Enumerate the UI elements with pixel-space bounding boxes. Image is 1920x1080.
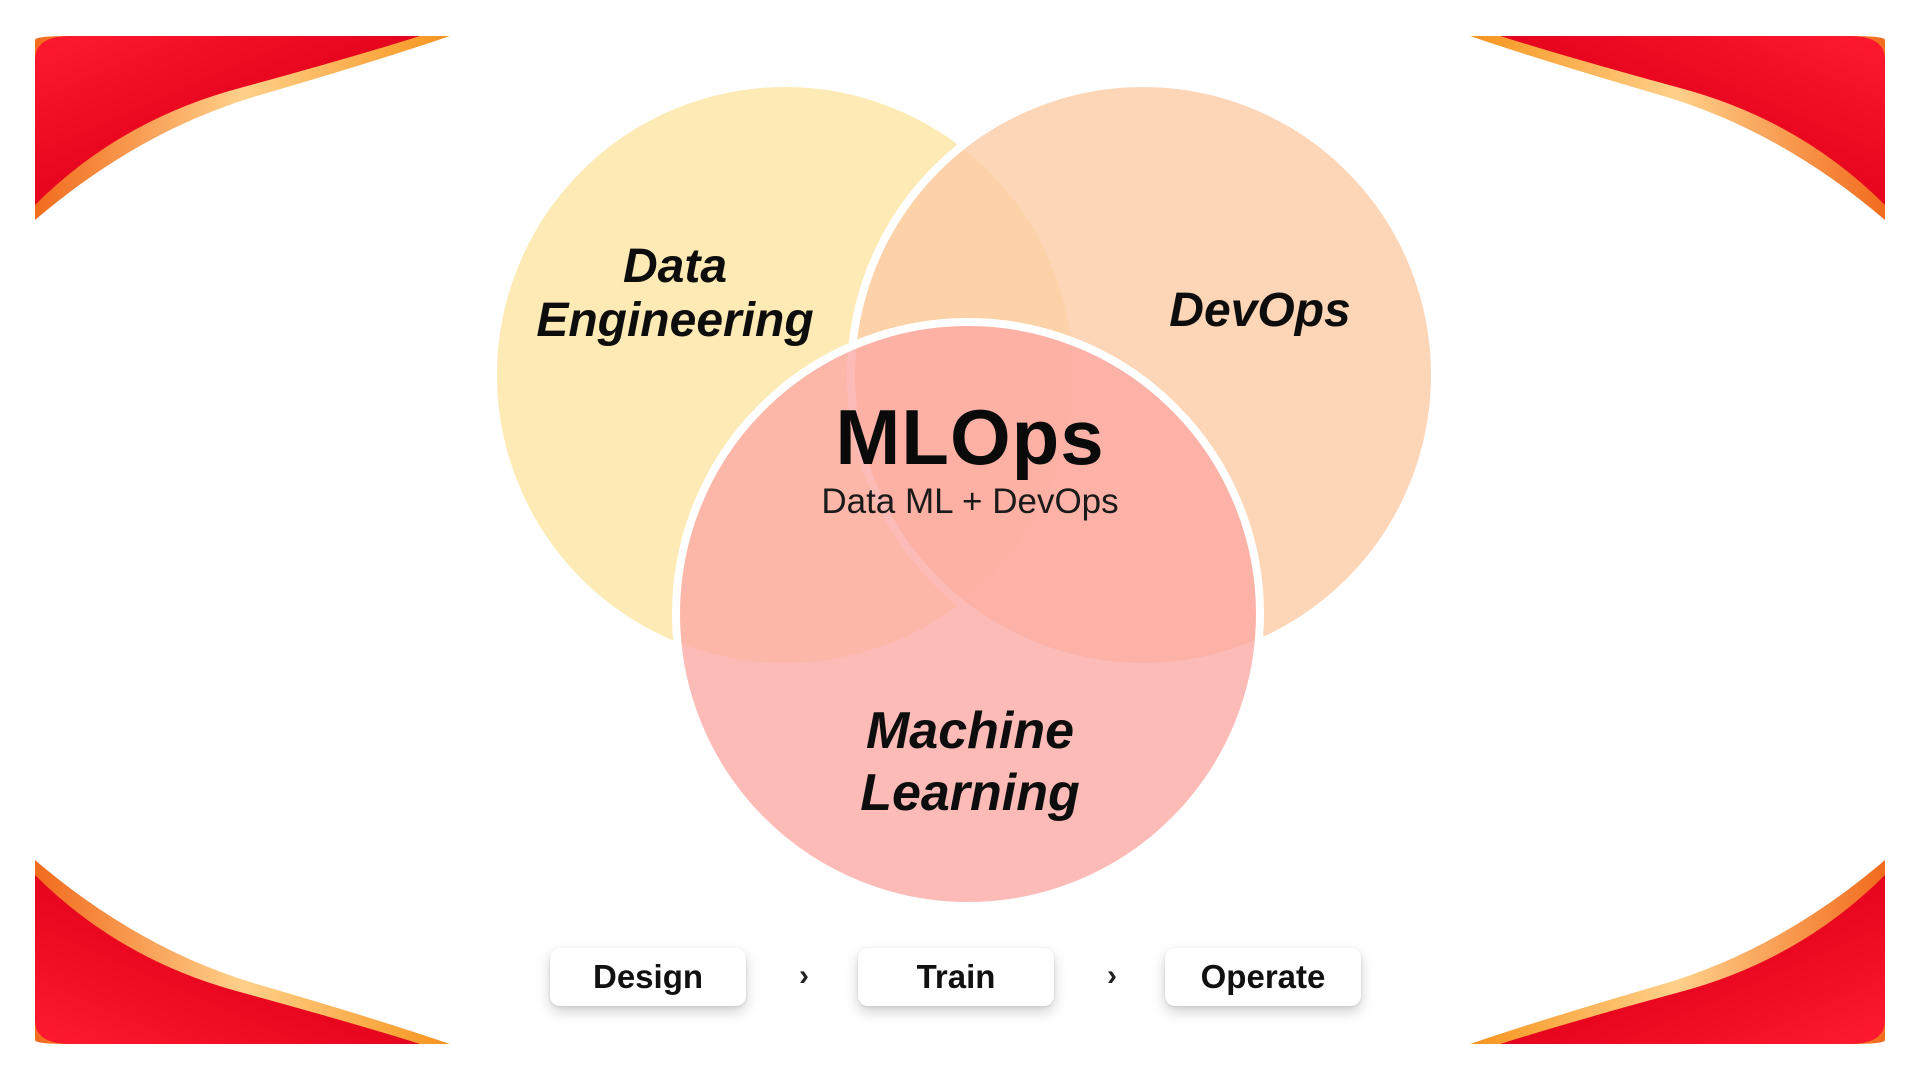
corner-ribbon-top-right xyxy=(1470,36,1885,220)
label-devops: DevOps xyxy=(1169,284,1351,337)
venn-circle-machine-learning xyxy=(672,318,1264,910)
label-data-engineering: Data Engineering xyxy=(505,240,845,348)
step-operate-button[interactable]: Operate xyxy=(1165,948,1361,1006)
label-machine-learning-line1: Machine xyxy=(865,702,1075,760)
chevron-right-icon: › xyxy=(799,959,809,992)
chevron-right-icon: › xyxy=(1107,959,1117,992)
corner-ribbon-bottom-right xyxy=(1470,860,1885,1044)
step-design-button[interactable]: Design xyxy=(550,948,746,1006)
corner-ribbon-bottom-left xyxy=(35,860,450,1044)
center-title: MLOps xyxy=(835,393,1105,481)
label-machine-learning: Machine Learning xyxy=(800,700,1140,825)
step-train-button[interactable]: Train xyxy=(858,948,1054,1006)
corner-ribbon-top-left xyxy=(35,36,450,220)
label-data-engineering-line1: Data xyxy=(622,240,728,293)
center-subtitle: Data ML + DevOps xyxy=(821,482,1119,521)
label-machine-learning-line2: Learning xyxy=(860,764,1080,823)
label-data-engineering-line2: Engineering xyxy=(536,293,814,347)
